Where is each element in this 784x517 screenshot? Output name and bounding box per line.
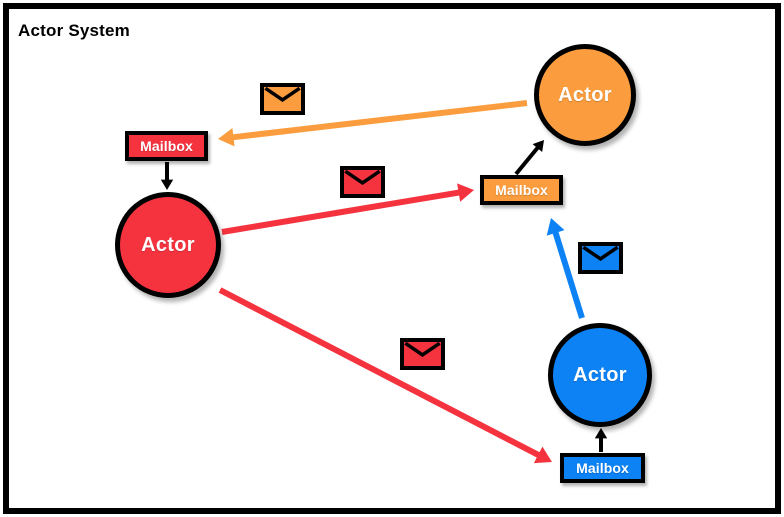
actor-node-red[interactable]: Actor [115, 192, 221, 298]
envelope-icon [260, 83, 305, 115]
actor-label: Actor [141, 233, 195, 256]
message-arrow-orange-to-red-mailbox [218, 100, 528, 147]
mailbox-node-red[interactable]: Mailbox [125, 131, 208, 161]
actor-node-orange[interactable]: Actor [534, 44, 636, 146]
actor-label: Actor [558, 83, 612, 106]
mailbox-node-blue[interactable]: Mailbox [560, 453, 645, 483]
delivery-arrow-orange-mailbox-to-orange-actor [514, 140, 544, 176]
message-arrow-red-to-blue-mailbox [218, 287, 552, 464]
actor-node-blue[interactable]: Actor [548, 323, 652, 427]
envelope-icon [400, 338, 445, 370]
delivery-arrow-red-mailbox-to-red-actor [160, 162, 174, 190]
message-arrow-blue-to-orange-mailbox [546, 218, 585, 319]
mailbox-node-orange[interactable]: Mailbox [480, 175, 563, 205]
envelope-icon [578, 242, 623, 274]
delivery-arrow-blue-mailbox-to-blue-actor [594, 428, 608, 452]
envelope-icon [340, 166, 385, 198]
page-title: Actor System [18, 21, 130, 40]
actor-label: Actor [573, 363, 627, 386]
mailbox-label: Mailbox [140, 138, 193, 154]
mailbox-label: Mailbox [495, 182, 548, 198]
mailbox-label: Mailbox [576, 460, 629, 476]
message-arrow-red-to-orange-mailbox [221, 183, 474, 235]
